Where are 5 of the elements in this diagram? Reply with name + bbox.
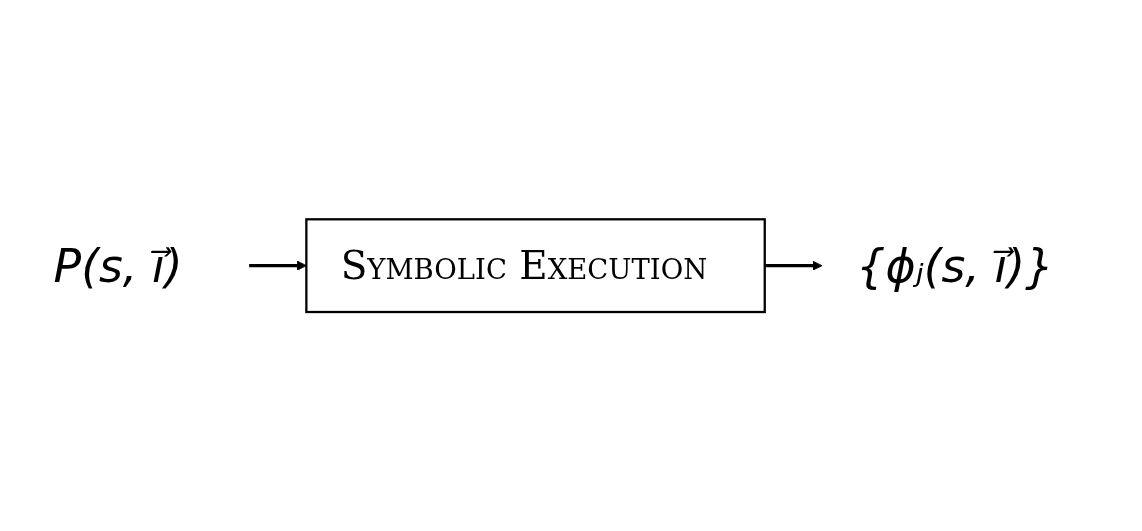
node-text: P(s, i⃗): [53, 239, 183, 292]
arrow: [764, 260, 823, 271]
node-text: {ϕⱼ(s, i⃗)}: [856, 239, 1055, 292]
arrow: [249, 260, 307, 271]
node-box: Symbolic Execution: [305, 218, 766, 313]
